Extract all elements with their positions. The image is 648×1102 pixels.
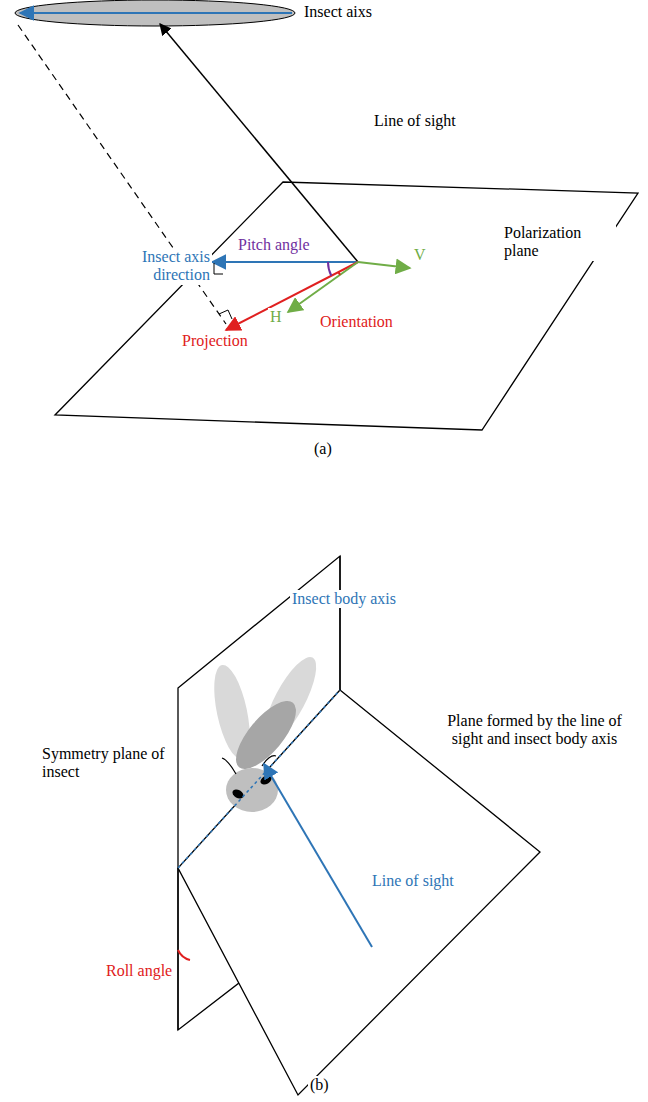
v-axis-label: V [412, 246, 428, 264]
line-of-sight-label: Line of sight [370, 872, 456, 890]
insect-body-axis-line [178, 690, 340, 868]
insect-body [226, 692, 306, 778]
insect-axis-direction-arrow [212, 261, 358, 263]
subfigure-label: (a) [312, 440, 334, 458]
insect-axis-arrow [20, 12, 292, 14]
roll-angle-label: Roll angle [104, 962, 174, 980]
v-axis-arrow [358, 262, 410, 268]
axis-direction-label: Insect axis direction [108, 248, 212, 285]
plane-label: Plane formed by the line of sight and in… [430, 712, 639, 749]
body-axis-label: Insect body axis [290, 590, 398, 608]
orientation-label: Orientation [318, 313, 395, 331]
line-of-sight-arrow [160, 24, 358, 262]
plane-edge [177, 868, 178, 1030]
insect-figure [207, 651, 325, 812]
insect-ellipse [15, 0, 295, 26]
polarization-plane [55, 182, 638, 430]
pitch-angle-label: Pitch angle [236, 236, 312, 254]
projection-label: Projection [180, 332, 250, 350]
ellipse-label: Insect aixs [302, 3, 374, 21]
subfigure-label: (b) [308, 1076, 331, 1094]
line-of-sight-arrow [264, 764, 372, 947]
h-axis-label: H [268, 308, 284, 326]
right-angle-mark [214, 263, 223, 274]
plane-label: Symmetry plane of insect [40, 745, 176, 782]
h-axis-arrow [288, 262, 358, 312]
right-angle-mark [219, 310, 232, 319]
roll-angle-arc [178, 950, 190, 960]
projection-dashed-line [18, 25, 226, 324]
insect-eye [231, 788, 245, 801]
plane-edge [339, 556, 340, 690]
orientation-angle-arc [338, 272, 340, 275]
insect-antenna [222, 758, 236, 774]
pitch-angle-arc [328, 262, 331, 276]
plane-label: Polarization plane [502, 224, 616, 261]
line-of-sight-label: Line of sight [372, 112, 458, 130]
